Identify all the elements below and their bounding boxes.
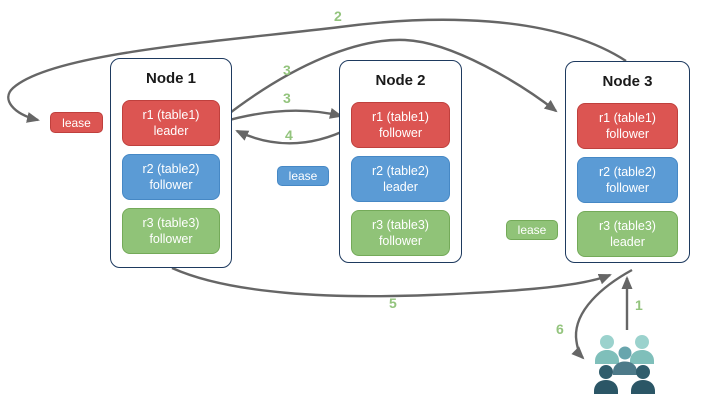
step-label-2: 2 [334,8,342,24]
replica-name: r2 (table2) [142,161,200,176]
node-1: Node 1 r1 (table1) leader r2 (table2) fo… [110,58,232,268]
replica-name: r3 (table3) [142,215,200,230]
node-3-replica-r1: r1 (table1) follower [577,103,678,149]
node-1-replica-r2: r2 (table2) follower [122,154,220,200]
replica-name: r2 (table2) [599,164,656,179]
node-3-replica-r2: r2 (table2) follower [577,157,678,203]
users-front-row [594,365,655,394]
replica-role: follower [378,234,423,248]
step-label-3a: 3 [283,62,291,78]
replica-role: follower [149,232,193,246]
node-1-replica-r1: r1 (table1) leader [122,100,220,146]
users-icon [594,335,655,394]
arrow-step-4-node2-to-node1 [235,126,351,145]
node-2-title: Node 2 [375,72,426,89]
node-3-replica-r3: r3 (table3) leader [577,211,678,257]
lease-badge-blue: lease [277,166,329,186]
step-label-6: 6 [556,321,564,337]
node-2-replica-r1: r1 (table1) follower [351,102,450,148]
replica-role: follower [605,127,650,141]
node-2-replica-r3: r3 (table3) follower [351,210,450,256]
users-center-person [613,346,637,375]
node-3-title: Node 3 [602,73,653,90]
step-label-1: 1 [635,297,643,313]
step-label-4: 4 [285,127,293,143]
node-2-replica-r2: r2 (table2) leader [351,156,450,202]
replica-role: follower [149,178,193,192]
arrow-step-3-node1-to-node2 [221,108,343,124]
replica-name: r1 (table1) [142,107,200,122]
lease-badge-green: lease [506,220,558,240]
replica-role: leader [610,235,645,249]
replica-name: r1 (table1) [599,110,656,125]
arrow-step-5-node1-to-node3 [171,266,612,298]
replica-name: r3 (table3) [372,217,429,232]
step-label-5: 5 [389,295,397,311]
lease-badge-red: lease [50,112,103,133]
node-1-replica-r3: r3 (table3) follower [122,208,220,254]
step-label-3b: 3 [283,90,291,106]
replica-role: follower [605,181,650,195]
node-1-title: Node 1 [145,70,196,87]
arrow-step-2 [7,18,627,123]
node-2: Node 2 r1 (table1) follower r2 (table2) … [339,60,462,263]
replica-name: r2 (table2) [372,163,429,178]
replica-name: r3 (table3) [599,218,656,233]
replica-role: leader [153,124,189,138]
users-back-row [595,335,654,364]
replica-name: r1 (table1) [372,109,429,124]
node-3: Node 3 r1 (table1) follower r2 (table2) … [565,61,690,263]
replica-role: follower [378,126,423,140]
replica-role: leader [383,180,418,194]
